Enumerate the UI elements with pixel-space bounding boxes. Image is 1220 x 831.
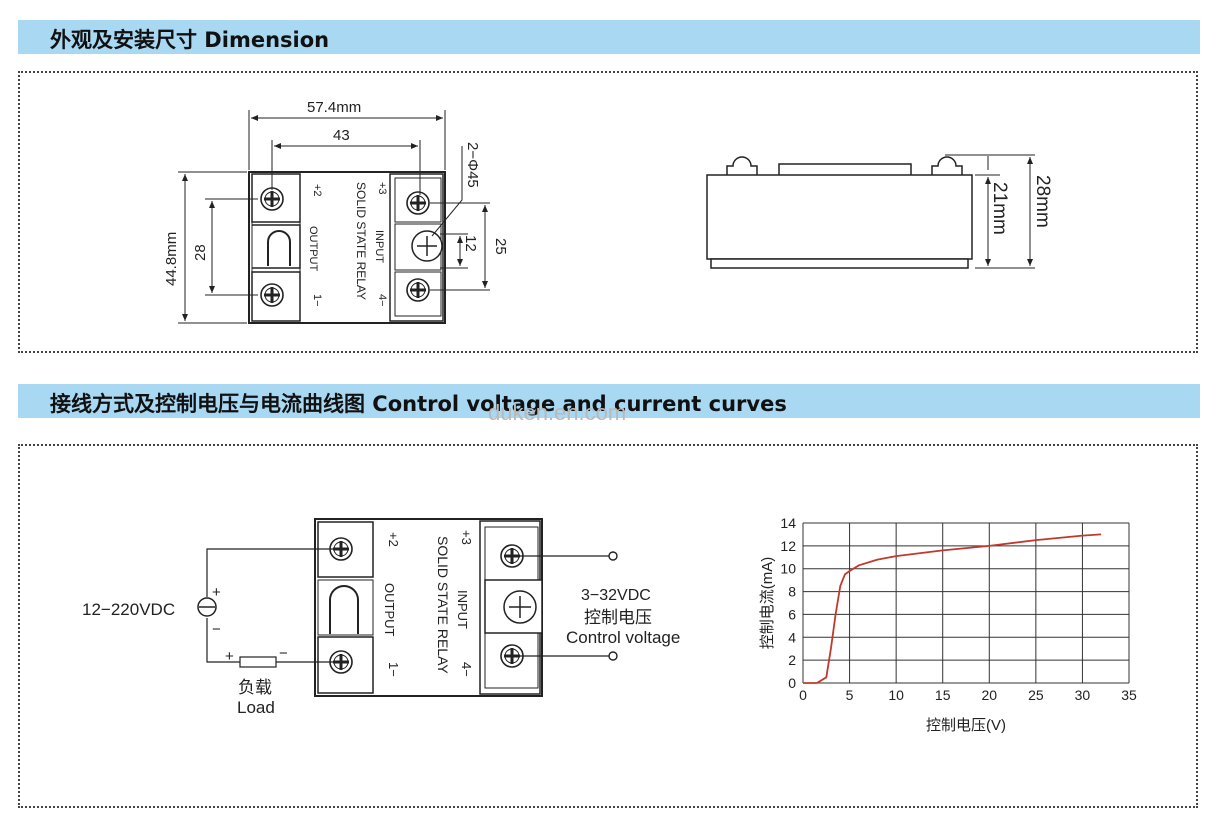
wiring-lines (206, 548, 609, 663)
control-terminal-icon (608, 551, 618, 561)
x-tick-label: 30 (1075, 687, 1091, 703)
section-header-curves: 接线方式及控制电压与电流曲线图 Control voltage and curr… (18, 384, 1200, 418)
terminal-1-label: 1− (311, 294, 323, 307)
section-title: 接线方式及控制电压与电流曲线图 Control voltage and curr… (50, 392, 787, 416)
y-tick-label: 8 (788, 584, 796, 600)
supply-voltage-label: 12−220VDC (82, 600, 175, 619)
y-tick-label: 10 (780, 561, 796, 577)
load-label-en: Load (237, 698, 275, 717)
current-curve-line (803, 533, 1102, 684)
height-holes-label: 28 (192, 244, 209, 261)
terminal-3-label: +3 (376, 182, 388, 195)
relay-name: SOLID STATE RELAY (354, 182, 368, 300)
relay-wiring-view: +2 OUTPUT 1− SOLID STATE RELAY INPUT +3 … (314, 518, 543, 697)
load-plus: + (225, 648, 234, 665)
height-total-label: 44.8mm (163, 232, 180, 286)
hole-label: 2−Φ45 (464, 142, 481, 188)
y-tick-label: 4 (788, 629, 796, 645)
x-tick-label: 5 (846, 687, 854, 703)
x-tick-label: 20 (981, 687, 997, 703)
output-label: OUTPUT (307, 226, 319, 272)
x-tick-label: 15 (935, 687, 951, 703)
control-label-en: Control voltage (566, 628, 680, 647)
terminal-4-label: 4− (376, 294, 388, 307)
y-tick-label: 2 (788, 652, 796, 668)
screw-icon (259, 282, 285, 308)
side-height-body-label: 21mm (989, 182, 1010, 235)
source-minus: − (212, 621, 221, 638)
input-gap-label: 12 (462, 235, 479, 252)
terminal-2-label: +2 (386, 532, 401, 547)
terminal-1-label: 1− (386, 662, 401, 677)
screw-icon (405, 277, 431, 303)
current-voltage-chart: 0 5 10 15 20 25 30 35 0 2 4 6 8 10 12 14 控制电压(V) 控制电流(mA) (759, 515, 1137, 734)
source-plus: + (212, 584, 221, 601)
y-tick-label: 12 (780, 538, 796, 554)
y-axis-label: 控制电流(mA) (759, 557, 776, 650)
width-total-label: 57.4mm (307, 99, 361, 116)
terminal-2-label: +2 (311, 184, 323, 197)
x-tick-label: 25 (1028, 687, 1044, 703)
terminal-4-label: 4− (459, 662, 474, 677)
input-label: INPUT (455, 590, 470, 629)
dimension-panel (18, 71, 1198, 353)
curves-panel (18, 444, 1198, 808)
terminal-span-label: 25 (492, 238, 509, 255)
load-minus: − (279, 645, 288, 662)
dimension-lines (178, 110, 490, 324)
y-tick-label: 14 (780, 515, 796, 531)
x-tick-label: 0 (799, 687, 807, 703)
side-height-total-label: 28mm (1032, 175, 1053, 228)
load-label-cn: 负载 (238, 678, 272, 697)
y-tick-label: 6 (788, 606, 796, 622)
terminal-3-label: +3 (459, 530, 474, 545)
x-tick-label: 10 (888, 687, 904, 703)
x-tick-label: 35 (1121, 687, 1137, 703)
control-range-label: 3−32VDC (581, 587, 651, 604)
load-resistor-icon (239, 656, 277, 668)
output-label: OUTPUT (382, 583, 397, 637)
control-label-cn: 控制电压 (584, 608, 652, 627)
relay-top-view: +2 OUTPUT 1− SOLID STATE RELAY INPUT +3 … (248, 171, 446, 324)
y-tick-label: 0 (788, 675, 796, 691)
width-holes-label: 43 (333, 127, 350, 144)
x-axis-label: 控制电压(V) (926, 717, 1006, 734)
input-label: INPUT (373, 230, 385, 263)
section-header-dimension: 外观及安装尺寸 Dimension (18, 20, 1200, 54)
section-title: 外观及安装尺寸 Dimension (50, 28, 330, 52)
screw-icon (259, 186, 285, 212)
relay-side-view (706, 154, 1035, 269)
watermark: duken.en.com (488, 400, 627, 425)
screw-icon (405, 190, 431, 216)
control-terminal-icon (608, 651, 618, 661)
relay-name: SOLID STATE RELAY (435, 536, 451, 674)
